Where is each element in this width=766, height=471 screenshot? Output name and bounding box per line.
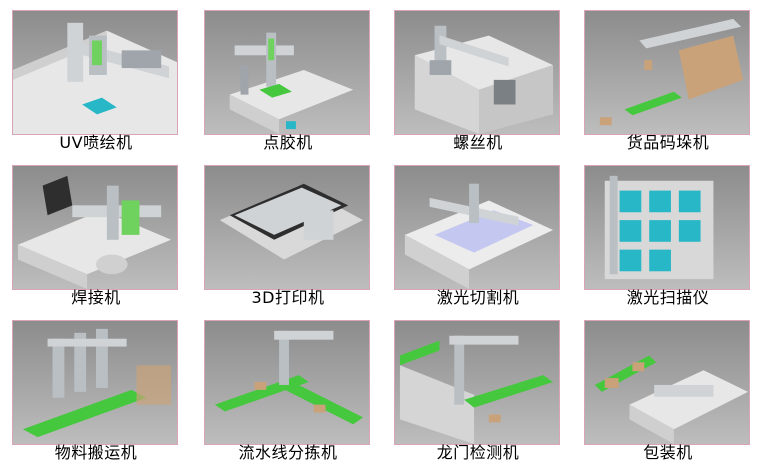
screw-machine-image	[394, 10, 560, 135]
tile-dispenser[interactable]: 点胶机	[196, 0, 380, 152]
material-handler-image	[12, 320, 178, 445]
tile-label: 3D打印机	[251, 288, 325, 307]
tile-label: 激光切割机	[436, 288, 520, 307]
tile-3d-printer[interactable]: 3D打印机	[196, 155, 380, 307]
tile-screw-machine[interactable]: 螺丝机	[386, 0, 570, 152]
tile-label: UV喷绘机	[59, 133, 133, 152]
tile-gantry-inspector[interactable]: 龙门检测机	[386, 310, 570, 462]
tile-sorter[interactable]: 流水线分拣机	[196, 310, 380, 462]
sorter-image	[204, 320, 370, 445]
tile-label: 焊接机	[71, 288, 121, 307]
tile-label: 激光扫描仪	[626, 288, 710, 307]
tile-label: 流水线分拣机	[238, 443, 338, 462]
tile-label: 龙门检测机	[436, 443, 520, 462]
tile-label: 货品码垛机	[626, 133, 710, 152]
tile-label: 物料搬运机	[54, 443, 138, 462]
tile-label: 包装机	[643, 443, 693, 462]
tile-material-handler[interactable]: 物料搬运机	[4, 310, 188, 462]
tile-label: 点胶机	[263, 133, 313, 152]
packaging-machine-image	[584, 320, 750, 445]
laser-scanner-image	[584, 165, 750, 290]
gantry-inspector-image	[394, 320, 560, 445]
tile-uv-printer[interactable]: UV喷绘机	[4, 0, 188, 152]
tile-palletizer[interactable]: 货品码垛机	[576, 0, 760, 152]
tile-packaging-machine[interactable]: 包装机	[576, 310, 760, 462]
3d-printer-image	[204, 165, 370, 290]
tile-label: 螺丝机	[453, 133, 503, 152]
welding-machine-image	[12, 165, 178, 290]
tile-welding-machine[interactable]: 焊接机	[4, 155, 188, 307]
tile-laser-cutter[interactable]: 激光切割机	[386, 155, 570, 307]
palletizer-image	[584, 10, 750, 135]
laser-cutter-image	[394, 165, 560, 290]
tile-laser-scanner[interactable]: 激光扫描仪	[576, 155, 760, 307]
uv-printer-image	[12, 10, 178, 135]
dispenser-image	[204, 10, 370, 135]
